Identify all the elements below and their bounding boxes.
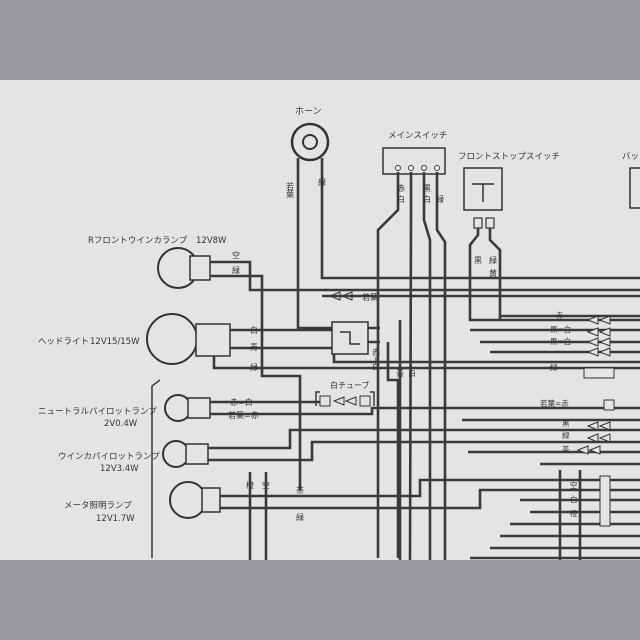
horn-wire-right-label: 緑 bbox=[318, 177, 326, 187]
fs-wire2-label: 緑 bbox=[489, 255, 497, 265]
back-partial-component: バッ bbox=[622, 152, 640, 209]
r-bottom2-label: 白 bbox=[570, 494, 578, 504]
v-red-white-label: 赤=白 bbox=[372, 348, 381, 372]
hl-wire3-label: 緑 bbox=[250, 362, 258, 372]
r-waka-label: 若葉=赤 bbox=[540, 398, 569, 408]
r-wire3-label: 黒=白 bbox=[550, 336, 571, 346]
wiring-diagram: ホーン 若葉 緑 メインスイッチ 赤 白 黒 白 緑 フロントストップスイッチ … bbox=[38, 106, 640, 560]
r-bottom3-label: 橙 bbox=[570, 508, 578, 518]
center-connector bbox=[331, 321, 369, 355]
hl-wire1-label: 白 bbox=[250, 325, 258, 335]
meter-lamp-label: メータ照明ランプ bbox=[64, 501, 132, 511]
neutral-pilot-lamp: ニュートラルパイロットランプ 2V0.4W bbox=[38, 394, 211, 429]
rw-wire1-label: 空 bbox=[232, 250, 240, 260]
r-midori-label: 緑 bbox=[562, 430, 570, 440]
headlight: ヘッドライト 12V15/15W bbox=[38, 313, 231, 365]
neutral-pilot-label: ニュートラルパイロットランプ bbox=[38, 407, 157, 417]
winker-pilot-label: ウインカパイロットランプ bbox=[58, 452, 160, 462]
ms-wire2-label: 黒 bbox=[423, 184, 431, 193]
r-front-winker-lamp: Rフロントウインカランプ 12V8W bbox=[88, 236, 227, 289]
main-switch: メインスイッチ bbox=[382, 131, 447, 175]
r-wire2-label: 黒=白 bbox=[550, 324, 571, 334]
ml-wire2-label: 緑 bbox=[296, 512, 304, 522]
r-kuro-label: 黒 bbox=[562, 419, 570, 428]
neutral-pilot-spec: 2V0.4W bbox=[104, 419, 138, 429]
fs-wire1-label: 黒 bbox=[474, 256, 482, 265]
rw-wire2-label: 緑 bbox=[232, 265, 240, 275]
headlight-spec: 12V15/15W bbox=[90, 337, 140, 347]
main-switch-label: メインスイッチ bbox=[388, 131, 447, 141]
winker-pilot-spec: 12V3.4W bbox=[100, 464, 139, 474]
ms-wire1b-label: 白 bbox=[397, 194, 405, 204]
wiring-diagram-sheet: ホーン 若葉 緑 メインスイッチ 赤 白 黒 白 緑 フロントストップスイッチ … bbox=[0, 80, 640, 560]
np-wire2-label: 若葉=赤 bbox=[228, 410, 259, 420]
ms-wire3-label: 緑 bbox=[436, 194, 444, 204]
front-stop-switch: フロントストップスイッチ bbox=[458, 152, 560, 229]
headlight-label: ヘッドライト bbox=[38, 337, 89, 347]
ms-wire1-label: 赤 bbox=[397, 184, 405, 193]
v-white-label: 白 bbox=[408, 368, 416, 378]
ml-wire-label: 茶 bbox=[296, 485, 304, 495]
winker-pilot-lamp: ウインカパイロットランプ 12V3.4W bbox=[58, 440, 209, 474]
meter-lamp: メータ照明ランプ 12V1.7W bbox=[64, 481, 221, 524]
fs-wire2b-label: 黄 bbox=[489, 268, 497, 278]
np-wire1-label: 赤=白 bbox=[230, 397, 253, 407]
r-wire1-label: 赤 bbox=[556, 311, 564, 320]
hl-wire2-label: 青 bbox=[250, 342, 258, 352]
back-partial-label: バッ bbox=[622, 152, 639, 162]
white-tube: 白チューブ bbox=[319, 380, 371, 407]
r-front-winker-label: Rフロントウインカランプ bbox=[88, 236, 188, 246]
tube-label: 白チューブ bbox=[330, 380, 370, 390]
ms-wire2b-label: 白 bbox=[423, 194, 431, 204]
meter-lamp-spec: 12V1.7W bbox=[96, 514, 135, 524]
right-connector-bank bbox=[576, 315, 615, 527]
front-stop-switch-label: フロントストップスイッチ bbox=[458, 152, 560, 162]
r-front-winker-spec: 12V8W bbox=[196, 236, 227, 246]
horn-wire-left-label: 若葉 bbox=[286, 181, 295, 199]
r-wire4-label: 緑 bbox=[550, 362, 558, 372]
horn: ホーン bbox=[290, 106, 330, 162]
r-cha-label: 茶 bbox=[562, 444, 570, 454]
r-bottom1-label: 空 bbox=[570, 480, 578, 490]
horn-label: ホーン bbox=[295, 106, 322, 117]
